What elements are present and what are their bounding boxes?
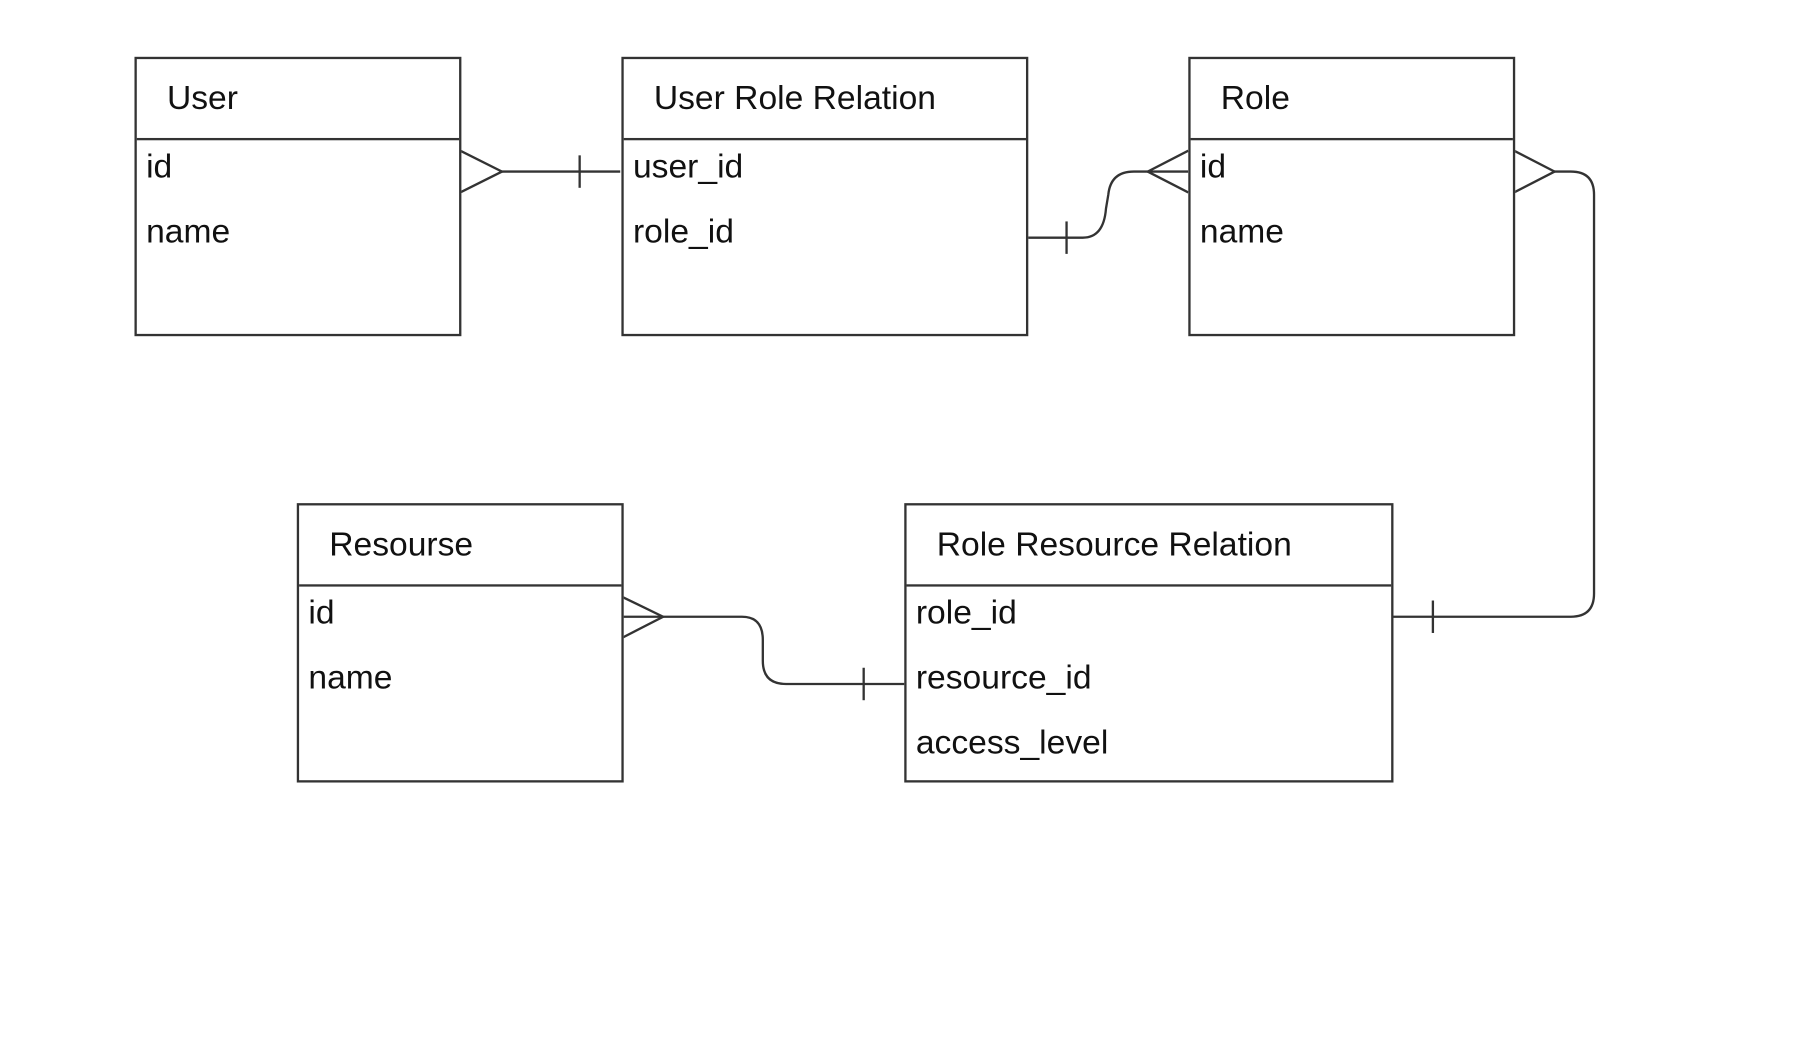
- entity-role-resource-relation-title: Role Resource Relation: [906, 505, 1392, 587]
- entity-role-resource-relation[interactable]: Role Resource Relation role_id resource_…: [904, 503, 1394, 783]
- crowfoot-many-resourse: [622, 595, 666, 639]
- crowfoot-many-role-right: [1513, 149, 1558, 194]
- field-role-resource-relation-role-id: role_id: [915, 594, 1017, 632]
- entity-role-fields: id name: [1191, 140, 1513, 277]
- relationship-connectors: [459, 149, 1596, 701]
- entity-role-resource-relation-fields: role_id resource_id access_level: [907, 587, 1392, 789]
- entity-user-role-relation-title: User Role Relation: [623, 59, 1026, 141]
- field-user-role-relation-role-id: role_id: [632, 213, 734, 251]
- entity-resourse-fields: id name: [299, 587, 621, 724]
- entity-role-title: Role: [1190, 59, 1513, 141]
- entity-user-role-relation[interactable]: User Role Relation user_id role_id: [621, 56, 1029, 337]
- crowfoot-many-role: [1145, 149, 1189, 194]
- connector-role-role-resource-relation: [1392, 170, 1596, 618]
- field-role-resource-relation-resource-id: resource_id: [915, 659, 1092, 697]
- crowfoot-many-user: [459, 149, 505, 194]
- entity-resourse-title: Resourse: [299, 505, 622, 587]
- connector-resourse-role-resource-relation: [622, 615, 906, 686]
- entity-user-title: User: [136, 59, 460, 141]
- field-user-role-relation-user-id: user_id: [632, 148, 744, 186]
- entity-role[interactable]: Role id name: [1188, 56, 1516, 337]
- entity-resourse[interactable]: Resourse id name: [296, 503, 624, 783]
- connector-user-role-relation-role: [1027, 170, 1189, 239]
- entity-user-role-relation-fields: user_id role_id: [624, 140, 1026, 277]
- entity-user[interactable]: User id name: [134, 56, 462, 337]
- field-role-id: id: [1199, 148, 1227, 186]
- field-resourse-name: name: [308, 659, 393, 697]
- field-role-name: name: [1199, 213, 1284, 251]
- field-user-name: name: [146, 213, 231, 251]
- field-role-resource-relation-access-level: access_level: [915, 724, 1109, 762]
- field-resourse-id: id: [308, 594, 335, 632]
- field-user-id: id: [146, 148, 173, 186]
- entity-user-fields: id name: [137, 140, 459, 277]
